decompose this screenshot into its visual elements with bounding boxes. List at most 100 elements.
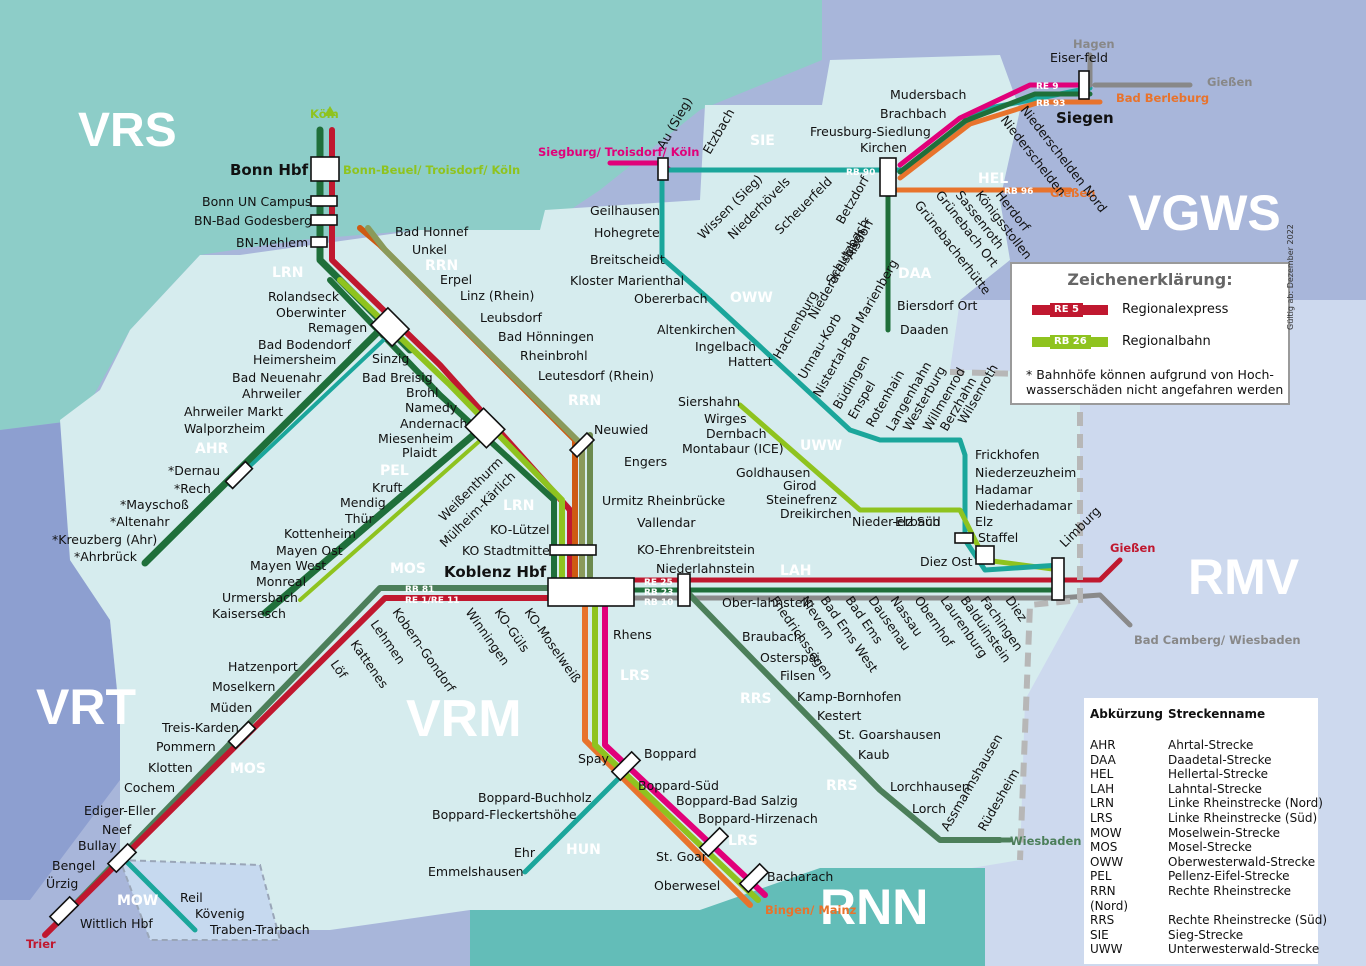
stations-monreal: Monreal xyxy=(256,574,306,589)
station-marker[interactable] xyxy=(310,214,338,226)
stations-niederhadamar: Niederhadamar xyxy=(975,498,1073,513)
station-marker[interactable] xyxy=(657,157,669,181)
legend-note: * Bahnhöfe können aufgrund von Hoch-wass… xyxy=(1026,367,1284,397)
station-bonn-hbf-marker[interactable] xyxy=(310,156,340,182)
stations-rhens: Rhens xyxy=(613,627,652,642)
station-marker[interactable] xyxy=(464,407,506,449)
line-abbr-oww: OWW xyxy=(730,290,773,306)
stations-urmersbach: Urmersbach xyxy=(222,590,298,605)
line-abbr-hel: HEL xyxy=(978,171,1008,187)
destinations-koeln: Köln xyxy=(310,107,339,121)
abbreviation-name: Rechte Rheinstrecke xyxy=(1168,884,1292,898)
line-abbr-mos2: MOS xyxy=(230,761,266,777)
line-abbr-mos: MOS xyxy=(390,561,426,577)
stations-altenkirchen: Altenkirchen xyxy=(657,322,736,337)
stations-engers: Engers xyxy=(624,454,667,469)
station-marker[interactable] xyxy=(1078,70,1090,100)
stations-niedererbach: Nieder-erbach xyxy=(852,514,940,529)
stations-namedy: Namedy xyxy=(405,400,458,415)
station-marker[interactable] xyxy=(975,545,995,565)
stations-bad-hoenningen: Bad Hönningen xyxy=(498,329,594,344)
line-ahr-2 xyxy=(228,330,394,487)
line-siegen-rb93 xyxy=(897,99,1103,181)
stations-ahrweiler: Ahrweiler xyxy=(242,386,302,401)
abbreviation-code: HEL xyxy=(1090,767,1114,782)
station-marker[interactable] xyxy=(677,573,691,607)
stations-thuer: Thür xyxy=(344,511,374,526)
station-marker[interactable] xyxy=(227,720,257,750)
legend-rb-swatch: RB 26 xyxy=(1032,334,1108,349)
station-marker[interactable] xyxy=(879,157,897,197)
stations-mendig: Mendig xyxy=(340,495,386,510)
line-labels-rb81: RB 81 xyxy=(405,585,434,595)
stations-brohl: Brohl xyxy=(406,385,438,400)
vrt-area xyxy=(0,420,120,900)
line-abbr-lrs: LRS xyxy=(620,668,650,684)
region-vrm: VRM xyxy=(406,690,522,748)
station-marker[interactable] xyxy=(48,895,80,927)
stations-ahrweiler-markt: Ahrweiler Markt xyxy=(184,404,283,419)
stations-remagen: Remagen xyxy=(308,320,367,335)
line-mos-red xyxy=(42,595,553,938)
station-marker[interactable] xyxy=(310,195,338,207)
station-marker[interactable] xyxy=(369,306,411,348)
station-marker[interactable] xyxy=(310,236,328,248)
line-hun xyxy=(522,769,628,875)
stations-unkel: Unkel xyxy=(412,242,447,257)
line-abbr-lah: LAH xyxy=(780,563,811,579)
abbreviation-name: Oberwesterwald-Strecke xyxy=(1168,854,1316,869)
stations-siegen: Siegen xyxy=(1056,109,1114,127)
lines xyxy=(42,52,1193,938)
station-marker[interactable] xyxy=(738,862,770,894)
stations-niederzeuzheim: Niederzeuzheim xyxy=(975,465,1076,480)
stations-boppard-buchholz: Boppard-Buchholz xyxy=(478,790,592,805)
abbreviation-code: RRN xyxy=(1090,884,1116,898)
abbreviation-name: Linke Rheinstrecke (Süd) xyxy=(1168,811,1318,825)
destinations-trier: Trier xyxy=(26,937,56,951)
stations-mayen-west: Mayen West xyxy=(250,558,326,573)
stations-mayen-ost: Mayen Ost xyxy=(276,543,343,558)
line-abbr-lrn2: LRN xyxy=(503,498,534,514)
line-mow xyxy=(117,852,198,933)
stations-treis: Treis-Karden xyxy=(161,720,239,735)
destinations-hagen: Hagen xyxy=(1073,37,1115,51)
station-marker[interactable] xyxy=(224,460,254,490)
abbreviation-code: (Nord) xyxy=(1090,898,1129,913)
line-labels-rb10b: RB 10 xyxy=(644,598,673,608)
line-abbr-pel: PEL xyxy=(380,463,409,479)
station-marker[interactable] xyxy=(954,532,974,544)
stations-rolandseck: Rolandseck xyxy=(268,289,340,304)
abbreviation-name: Rechte Rheinstrecke (Süd) xyxy=(1168,913,1328,928)
line-abbr-sie: SIE xyxy=(750,133,775,149)
station-marker[interactable] xyxy=(1051,557,1065,601)
stations-boppard-fleckert: Boppard-Fleckertshöhe xyxy=(432,807,577,822)
stations-leubsdorf: Leubsdorf xyxy=(480,310,543,325)
station-marker[interactable] xyxy=(568,431,596,459)
stations-kamp: Kamp-Bornhofen xyxy=(797,689,901,704)
abbreviation-code: LAH xyxy=(1090,781,1115,796)
stations-frickhofen: Frickhofen xyxy=(975,447,1040,462)
stations-niederlahnstein: Niederlahnstein xyxy=(656,561,755,576)
stations-mueden: Müden xyxy=(210,700,252,715)
line-abbr-rrn2: RRN xyxy=(568,393,601,409)
line-pel-2 xyxy=(298,428,494,602)
stations-bengel: Bengel xyxy=(52,858,95,873)
station-marker[interactable] xyxy=(106,842,138,874)
station-marker[interactable] xyxy=(698,826,730,858)
station-koblenz-hbf-marker[interactable] xyxy=(547,577,635,607)
stations-bad-bodendorf: Bad Bodendorf xyxy=(258,337,352,352)
stations-urmitz: Urmitz Rheinbrücke xyxy=(602,493,726,508)
line-badges: RE 9 RB 93 RB 96 RB 90 RE 25 RB 23 RB 10… xyxy=(405,82,1065,608)
abbreviation-code: MOS xyxy=(1090,840,1118,855)
stations-bad-neuenahr: Bad Neuenahr xyxy=(232,370,322,385)
station-marker[interactable] xyxy=(610,750,642,782)
line-rrn-olive xyxy=(365,225,585,583)
station-marker[interactable] xyxy=(549,544,597,556)
